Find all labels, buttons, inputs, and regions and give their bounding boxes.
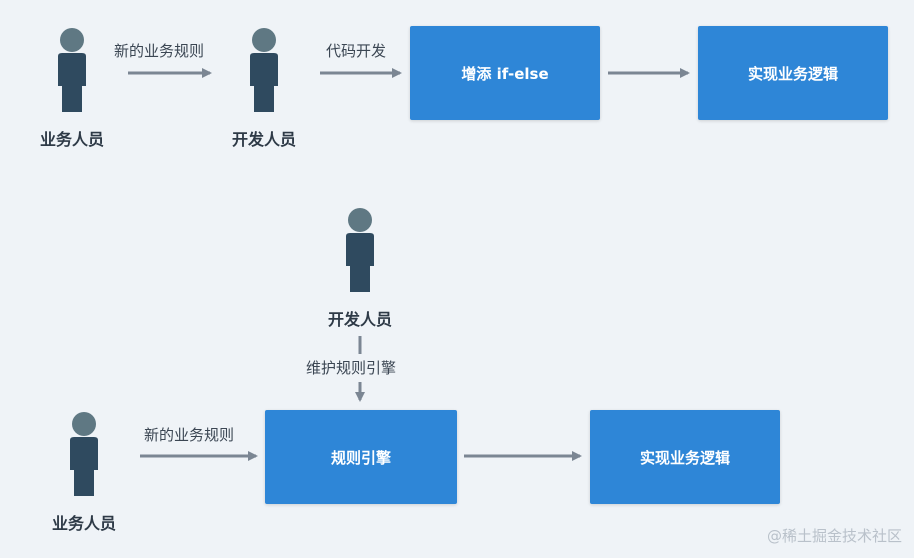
developer-person-label-top: 开发人员 — [231, 130, 296, 149]
developer-person-label-bottom: 开发人员 — [327, 310, 392, 329]
box-implement-logic-top: 实现业务逻辑 — [698, 26, 888, 120]
developer-person-icon-bottom — [346, 208, 374, 292]
box-add-ifelse: 增添 if-else — [410, 26, 600, 120]
business-person-icon-bottom — [70, 412, 98, 496]
business-person-label-top: 业务人员 — [39, 130, 104, 149]
business-person-icon-top — [58, 28, 86, 112]
box-rule-engine: 规则引擎 — [265, 410, 457, 504]
edge-label-new-rules-bottom: 新的业务规则 — [144, 426, 235, 444]
watermark: @稀土掘金技术社区 — [766, 527, 902, 545]
business-person-label-bottom: 业务人员 — [51, 514, 116, 533]
box-implement-logic-bottom: 实现业务逻辑 — [590, 410, 780, 504]
edge-label-maintain-rule-engine: 维护规则引擎 — [306, 359, 397, 377]
edge-label-code-dev: 代码开发 — [326, 42, 387, 60]
edge-label-new-rules-top: 新的业务规则 — [114, 42, 205, 60]
developer-person-icon-top — [250, 28, 278, 112]
